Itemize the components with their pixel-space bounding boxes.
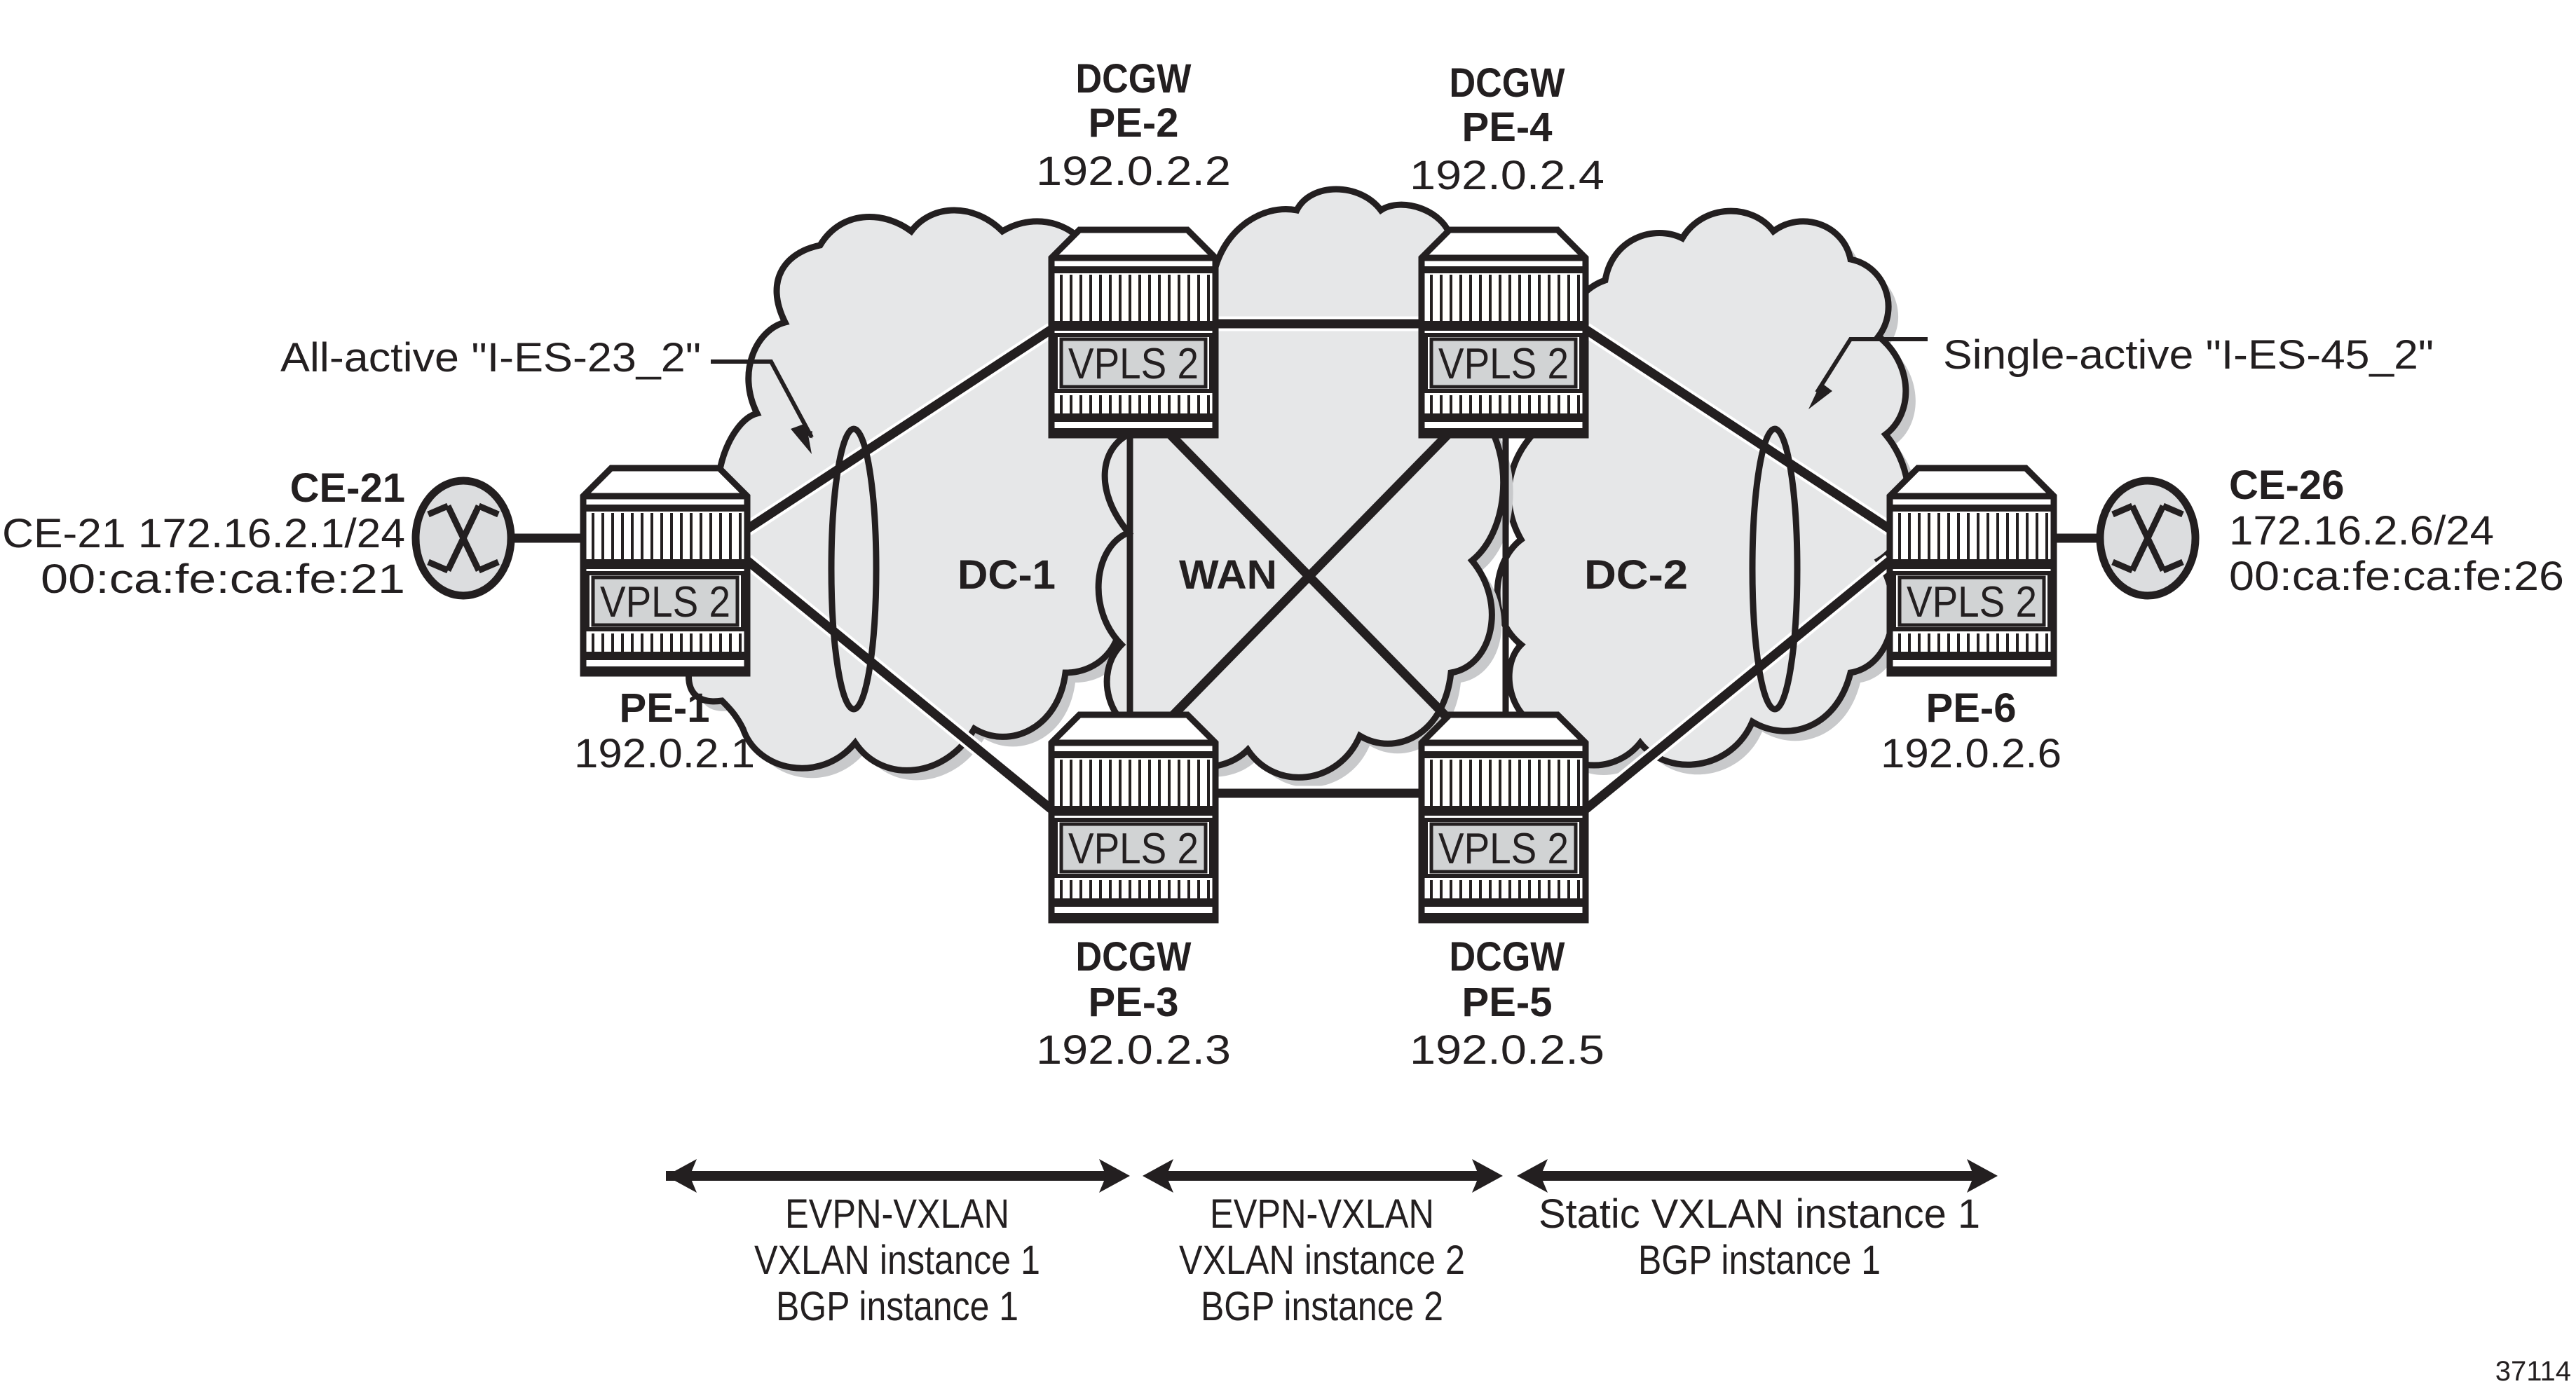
router-pe1[interactable]: VPLS 2 [583,468,747,673]
segment-arrow-1 [666,1159,1130,1193]
link-pe5-pe6 [1582,556,1893,814]
segment-3-line-1: Static VXLAN instance 1 [1539,1191,1980,1237]
ce26-ip: 172.16.2.6/24 [2229,508,2494,554]
service-label-pe3: VPLS 2 [1068,825,1199,873]
ce26-name: CE-26 [2229,462,2344,508]
pe1-name: PE-1 [620,685,710,731]
ce21-mac: 00:ca:fe:ca:fe:21 [41,556,405,602]
segment-arrow-3 [1517,1159,1998,1193]
pe6-ip: 192.0.2.6 [1881,731,2062,776]
service-label-pe5: VPLS 2 [1438,825,1569,873]
ce26-switch[interactable] [2096,477,2200,600]
pe2-role: DCGW [1076,56,1192,102]
segment-1-line-1: EVPN-VXLAN [785,1191,1009,1237]
ce21-switch[interactable] [411,477,515,600]
cloud-label-wan: WAN [1179,552,1277,598]
router-pe4[interactable]: VPLS 2 [1422,230,1586,435]
pe4-ip: 192.0.2.4 [1410,153,1604,198]
segment-1-line-3: BGP instance 1 [776,1284,1018,1329]
pe6-name: PE-6 [1926,685,2017,731]
router-pe2[interactable]: VPLS 2 [1051,230,1215,435]
pe3-role: DCGW [1076,934,1192,980]
pe1-ip: 192.0.2.1 [574,731,755,776]
router-pe6[interactable]: VPLS 2 [1890,468,2054,673]
link-pe4-pe3 [1143,410,1472,746]
pe3-ip: 192.0.2.3 [1036,1027,1231,1073]
link-pe1-pe3 [744,556,1055,814]
link-pe1-pe2 [744,325,1054,533]
switch-icon [2111,502,2184,574]
cloud-dc1 [685,207,1164,781]
cloud-label-dc2: DC-2 [1584,552,1688,598]
es-ring-i-es-23 [828,425,880,713]
es45-callout: Single-active "I-ES-45_2" [1808,332,2434,409]
pe2-ip: 192.0.2.2 [1036,149,1231,194]
pe4-name: PE-4 [1462,104,1553,150]
segment-arrows [666,1159,1998,1193]
links [512,316,2099,816]
switch-icon [427,502,500,574]
segment-arrow-2 [1143,1159,1503,1193]
es45-label: Single-active "I-ES-45_2" [1943,332,2434,378]
cloud-label-dc1: DC-1 [958,552,1056,598]
ce26-mac: 00:ca:fe:ca:fe:26 [2229,554,2564,599]
pe3-name: PE-3 [1089,980,1179,1025]
ce21-name: CE-21 [290,465,405,511]
pe5-ip: 192.0.2.5 [1410,1027,1604,1073]
service-label-pe6: VPLS 2 [1907,578,2037,626]
es23-callout: All-active "I-ES-23_2" [280,335,814,454]
ce21-ip: CE-21 172.16.2.1/24 [2,511,405,556]
segment-2-line-3: BGP instance 2 [1201,1284,1443,1329]
link-pe4-pe6 [1583,325,1893,533]
router-pe5[interactable]: VPLS 2 [1422,715,1586,920]
segment-3-line-2: BGP instance 1 [1638,1238,1881,1283]
es23-label: All-active "I-ES-23_2" [280,335,701,381]
service-label-pe2: VPLS 2 [1068,340,1199,388]
service-label-pe4: VPLS 2 [1438,340,1569,388]
es-ring-i-es-45 [1749,425,1801,713]
pe5-name: PE-5 [1462,980,1553,1025]
segment-2-line-1: EVPN-VXLAN [1210,1191,1434,1237]
segment-2-line-2: VXLAN instance 2 [1179,1238,1465,1283]
segment-1-line-2: VXLAN instance 1 [754,1238,1040,1283]
cloud-dc2 [1494,207,1919,776]
pe5-role: DCGW [1450,934,1565,980]
pe2-name: PE-2 [1089,100,1179,146]
figure-id: 37114 [2495,1356,2571,1387]
service-label-pe1: VPLS 2 [600,578,730,626]
pe4-role: DCGW [1450,60,1565,106]
router-pe3[interactable]: VPLS 2 [1051,715,1215,920]
